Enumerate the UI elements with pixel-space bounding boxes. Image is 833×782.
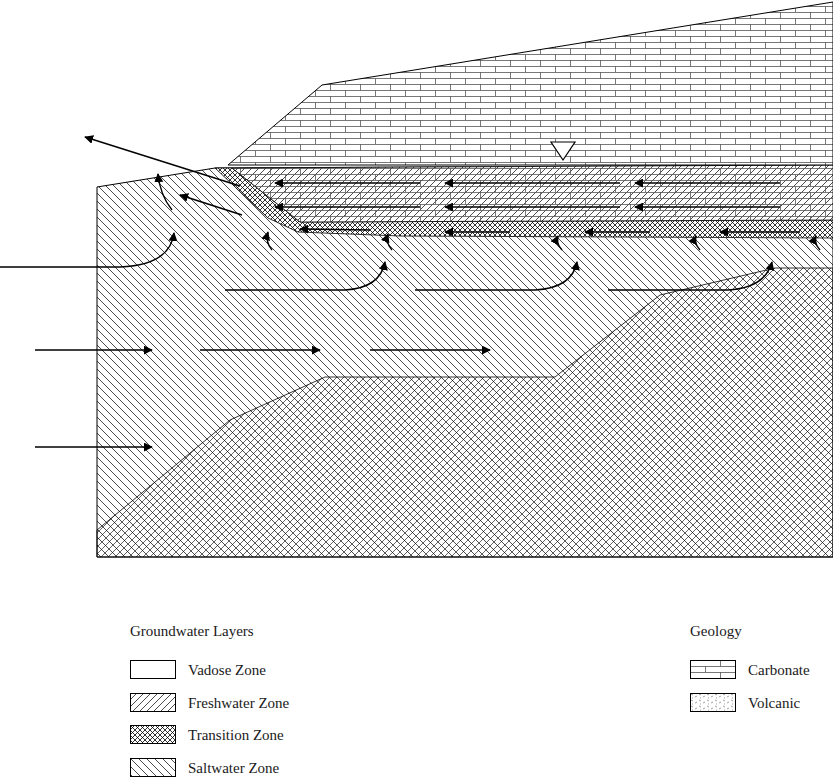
legend-swatch <box>130 660 176 679</box>
legend-text: Vadose Zone <box>188 661 266 679</box>
legend-heading: Geology <box>690 622 742 640</box>
legend-text: Volcanic <box>748 694 800 712</box>
legend-swatch <box>690 693 736 712</box>
legend-item: Volcanic <box>690 693 800 712</box>
legend-item: Transition Zone <box>130 725 284 744</box>
legend-swatch <box>130 693 176 712</box>
legend-item: Freshwater Zone <box>130 693 289 712</box>
legend-text: Freshwater Zone <box>188 694 289 712</box>
legend-heading: Groundwater Layers <box>130 622 254 640</box>
legend-text: Carbonate <box>748 661 810 679</box>
legend-swatch <box>130 758 176 777</box>
legend-item: Saltwater Zone <box>130 758 279 777</box>
legend-swatch <box>130 725 176 744</box>
legend-swatch <box>690 660 736 679</box>
legend-item: Carbonate <box>690 660 810 679</box>
legend-text: Saltwater Zone <box>188 759 279 777</box>
legend-item: Vadose Zone <box>130 660 266 679</box>
legend-text: Transition Zone <box>188 726 284 744</box>
